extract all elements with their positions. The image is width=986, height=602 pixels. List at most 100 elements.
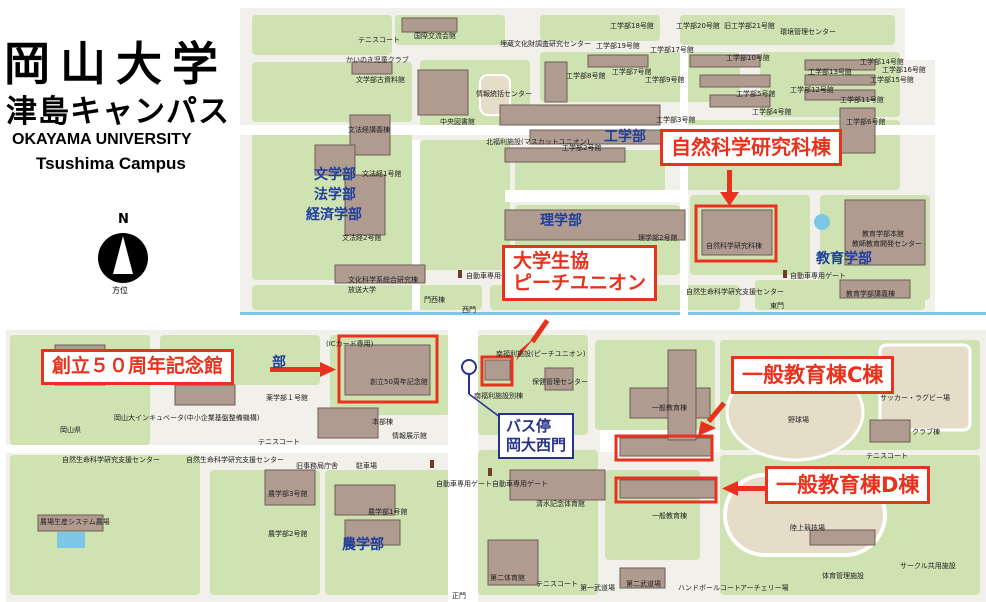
- label-parking: 駐車場: [356, 462, 377, 470]
- general-c-highlight: [614, 434, 714, 462]
- label-club-bldg: クラブ棟: [912, 428, 940, 436]
- label-south-welfare: 南福利施設(ピーチユニオン): [496, 350, 586, 358]
- faculty-pharmacy-partial: 部: [272, 355, 286, 371]
- label-eng-16: 工学部16号館: [882, 66, 926, 74]
- faculty-law: 法学部: [314, 187, 356, 203]
- faculty-letters: 文学部: [314, 167, 356, 183]
- label-eng-4: 工学部4号館: [752, 108, 792, 116]
- label-tennis-court-3: テニスコート: [258, 438, 300, 446]
- label-eng-11: 工学部11号館: [840, 96, 884, 104]
- label-car-gate-3: 自動車専用ゲート: [436, 480, 492, 488]
- compass-icon: [98, 233, 148, 283]
- faculty-education: 教育学部: [816, 251, 872, 267]
- label-shimizu-gym: 清水記念体育館: [536, 500, 585, 508]
- label-eng-10: 工学部10号館: [726, 54, 770, 62]
- label-buried-culture: 埋蔵文化財調査研究センター: [500, 40, 591, 48]
- campus-title: 津島キャンパス: [6, 94, 230, 130]
- label-letters-bldg: 文法経1号館: [362, 170, 402, 178]
- label-eng-20: 工学部20号館: [676, 22, 720, 30]
- label-agri-farm: 農場生産システム農場: [40, 518, 110, 526]
- label-car-gate-2: 自動車専用ゲート: [790, 272, 846, 280]
- university-name-en: OKAYAMA UNIVERSITY: [12, 131, 192, 148]
- label-letters-2: 文法経2号館: [342, 234, 382, 242]
- label-eng-7: 工学部7号館: [612, 68, 652, 76]
- callout-general-c: 一般教育棟C棟: [731, 356, 895, 395]
- label-lit-law-econ: 文法経講義棟: [348, 126, 390, 134]
- label-old-office: 旧事務局庁舎: [296, 462, 338, 470]
- label-international-exchange: 国際交流会館: [414, 32, 456, 40]
- bus-stop-line2: 岡大西門: [506, 435, 567, 454]
- label-car-gate-4: 自動車専用ゲート: [492, 480, 548, 488]
- label-west-gate-small: 門西棟: [424, 296, 445, 304]
- buildings: [37, 17, 926, 589]
- gate-markers: [430, 270, 787, 476]
- label-tennis-court-1: テニスコート: [358, 36, 400, 44]
- label-info-tech: 情報統括センター: [476, 90, 532, 98]
- callout-general-d: 一般教育棟D棟: [765, 466, 931, 505]
- label-kaino: かいのき児童クラブ: [346, 56, 409, 64]
- label-east-gate: 東門: [770, 302, 784, 310]
- label-budo-2: 第二武道場: [626, 580, 661, 588]
- label-west-gate: 西門: [462, 306, 476, 314]
- callout-memorial-hall: 創立５０周年記念館: [41, 349, 235, 385]
- callout-coop-line1: 大学生協: [513, 250, 590, 272]
- label-eng-8: 工学部8号館: [566, 72, 606, 80]
- label-tennis-court-4: テニスコート: [536, 580, 578, 588]
- label-health-center: 保健管理センター: [532, 378, 588, 386]
- label-agri-1: 農学部1号館: [368, 508, 408, 516]
- label-agri-3: 農学部3号館: [268, 490, 308, 498]
- label-pharmacy-1: 薬学部１号館: [266, 394, 308, 402]
- label-main-gate: 正門: [452, 592, 466, 600]
- callout-natural-science: 自然科学研究科棟: [660, 129, 842, 166]
- label-memorial-small: 創立50周年記念館: [370, 378, 428, 386]
- label-hist-bldg: 本部棟: [372, 418, 393, 426]
- label-nat-sci-small: 自然科学研究科棟: [706, 242, 762, 250]
- callout-coop-line2: ピーチユニオン: [513, 271, 647, 294]
- label-incubator: 岡山大インキュベータ(中小企業基盤整備機構): [114, 414, 260, 422]
- callout-arrows: [270, 170, 766, 496]
- label-law-school: 放送大学: [348, 286, 376, 294]
- label-info-exhibit: 情報展示館: [392, 432, 427, 440]
- label-eng-14: 工学部14号館: [860, 58, 904, 66]
- label-eng-12: 工学部12号館: [790, 86, 834, 94]
- faculty-science: 理学部: [540, 213, 582, 229]
- label-eng-21: 旧工学部21号館: [724, 22, 775, 30]
- faculty-economics: 経済学部: [306, 207, 362, 223]
- label-handball: ハンドボールコート: [678, 584, 741, 592]
- memorial-highlight: [337, 334, 439, 404]
- label-eng-2: 工学部2号館: [562, 144, 602, 152]
- label-general-bldg: 一般教育棟: [652, 404, 687, 412]
- label-life-env: 自然生命科学研究支援センター: [686, 288, 784, 296]
- bus-stop-line1: バス停: [506, 417, 552, 435]
- label-env-mgmt: 環境管理センター: [780, 28, 836, 36]
- label-north-welfare: 北福利施設(マスカットユニオン): [486, 138, 590, 146]
- label-eng-19: 工学部19号館: [596, 42, 640, 50]
- label-eng-15: 工学部15号館: [870, 76, 914, 84]
- compass-north-label: N: [118, 212, 129, 227]
- compass-caption: 方位: [112, 286, 128, 295]
- label-edu-main: 教育学部本館: [862, 230, 904, 238]
- label-central-library: 中央図書館: [440, 118, 475, 126]
- label-eng-9: 工学部9号館: [645, 76, 685, 84]
- label-car-gate-1: 自動車専用ゲート: [466, 272, 522, 280]
- fountain: [814, 214, 830, 230]
- label-baseball: 野球場: [788, 416, 809, 424]
- pond: [57, 532, 85, 548]
- label-track: 陸上競技場: [790, 524, 825, 532]
- label-sci-bldg-2: 理学部2号館: [638, 234, 678, 242]
- faculty-agriculture: 農学部: [342, 537, 384, 553]
- label-life-env-3: 自然生命科学研究支援センター: [186, 456, 284, 464]
- label-humanities: 文化科学系総合研究棟: [348, 276, 418, 284]
- general-d-highlight: [614, 476, 718, 504]
- label-general-bldg-2: 一般教育棟: [652, 512, 687, 520]
- campus-name-en: Tsushima Campus: [36, 154, 186, 173]
- callout-coop: 大学生協 ピーチユニオン: [502, 245, 658, 301]
- natural-science-highlight: [694, 204, 778, 263]
- label-eng-3: 工学部3号館: [656, 116, 696, 124]
- label-circle: サークル共用施設: [900, 562, 956, 570]
- label-eng-5: 工学部5号館: [736, 90, 776, 98]
- bus-stop-label: バス停 岡大西門: [498, 413, 575, 459]
- faculty-engineering: 工学部: [604, 129, 646, 145]
- label-gym-mgmt: 体育管理施設: [822, 572, 864, 580]
